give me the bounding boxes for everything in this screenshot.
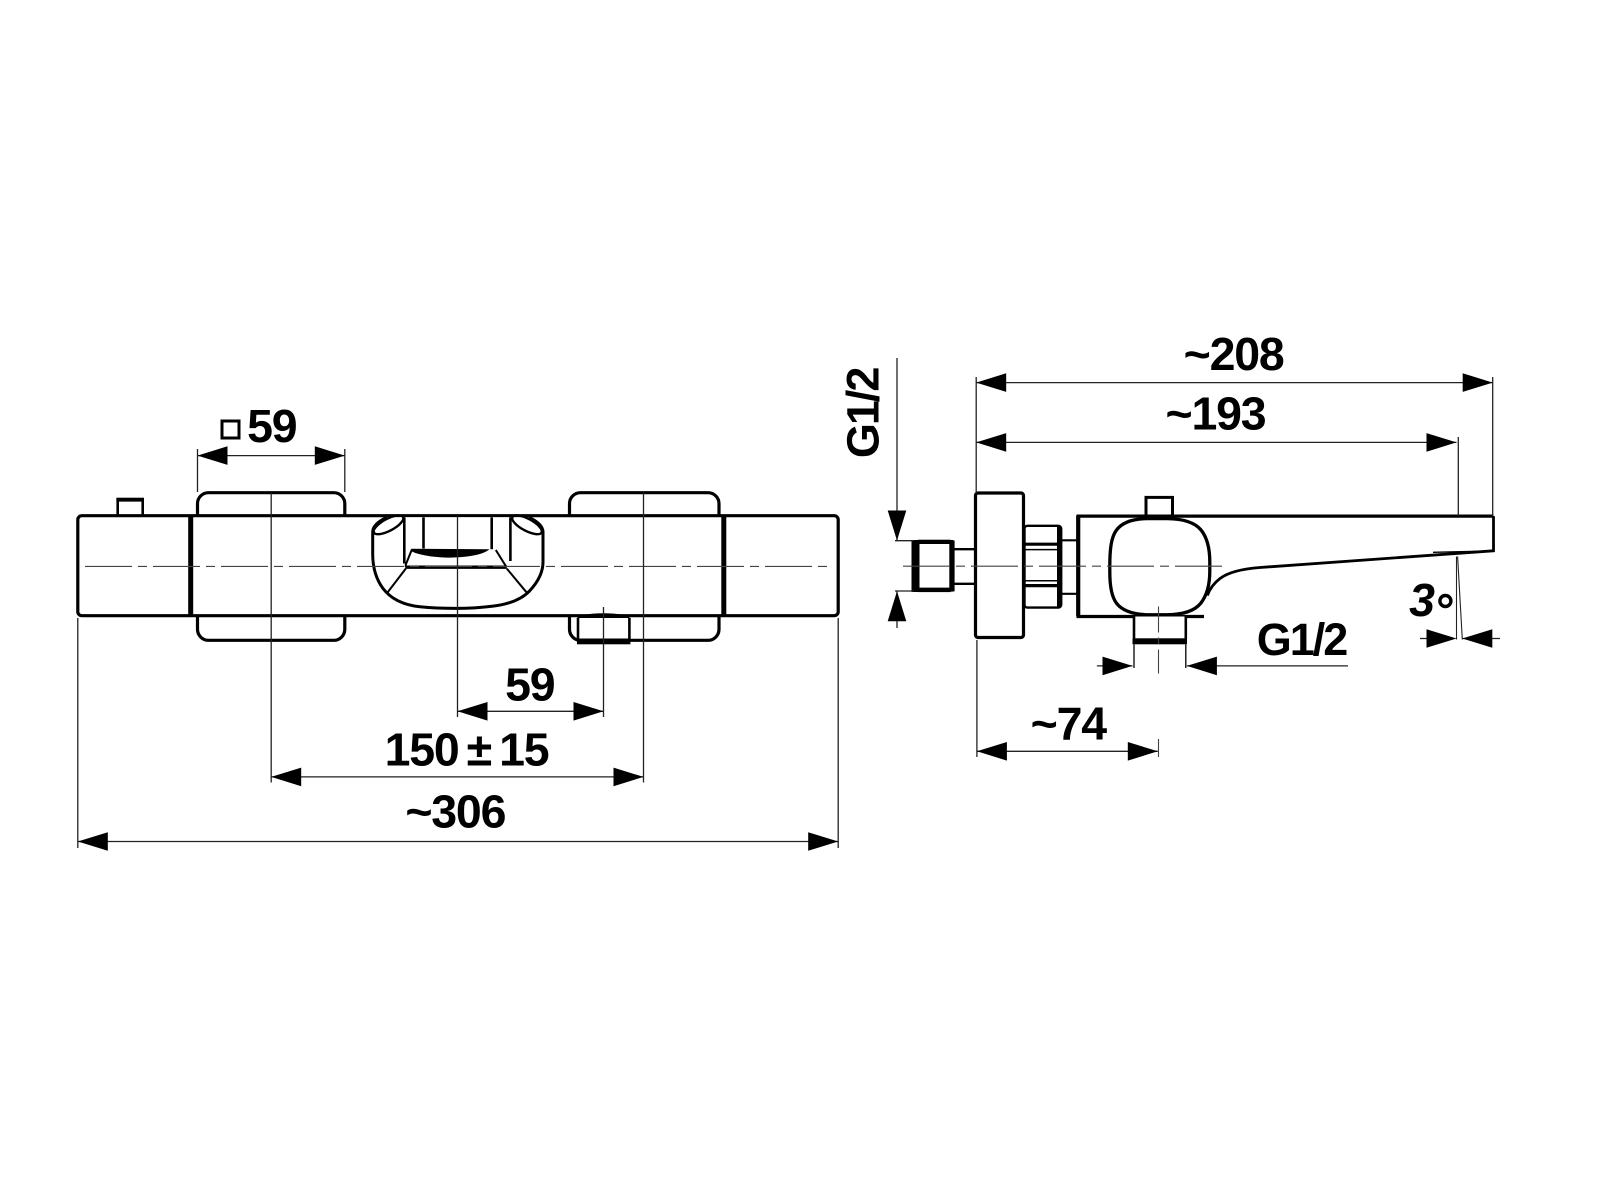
svg-text:150 ± 15: 150 ± 15 xyxy=(385,724,549,776)
svg-text:~208: ~208 xyxy=(1184,328,1284,380)
svg-text:~74: ~74 xyxy=(1031,698,1108,750)
svg-text:59: 59 xyxy=(505,659,555,711)
svg-text:59: 59 xyxy=(247,400,297,452)
svg-text:G1/2: G1/2 xyxy=(837,368,888,459)
svg-text:3: 3 xyxy=(1409,574,1435,626)
svg-text:~193: ~193 xyxy=(1166,388,1266,440)
svg-text:~306: ~306 xyxy=(405,786,505,838)
svg-text:G1/2: G1/2 xyxy=(1257,614,1348,665)
